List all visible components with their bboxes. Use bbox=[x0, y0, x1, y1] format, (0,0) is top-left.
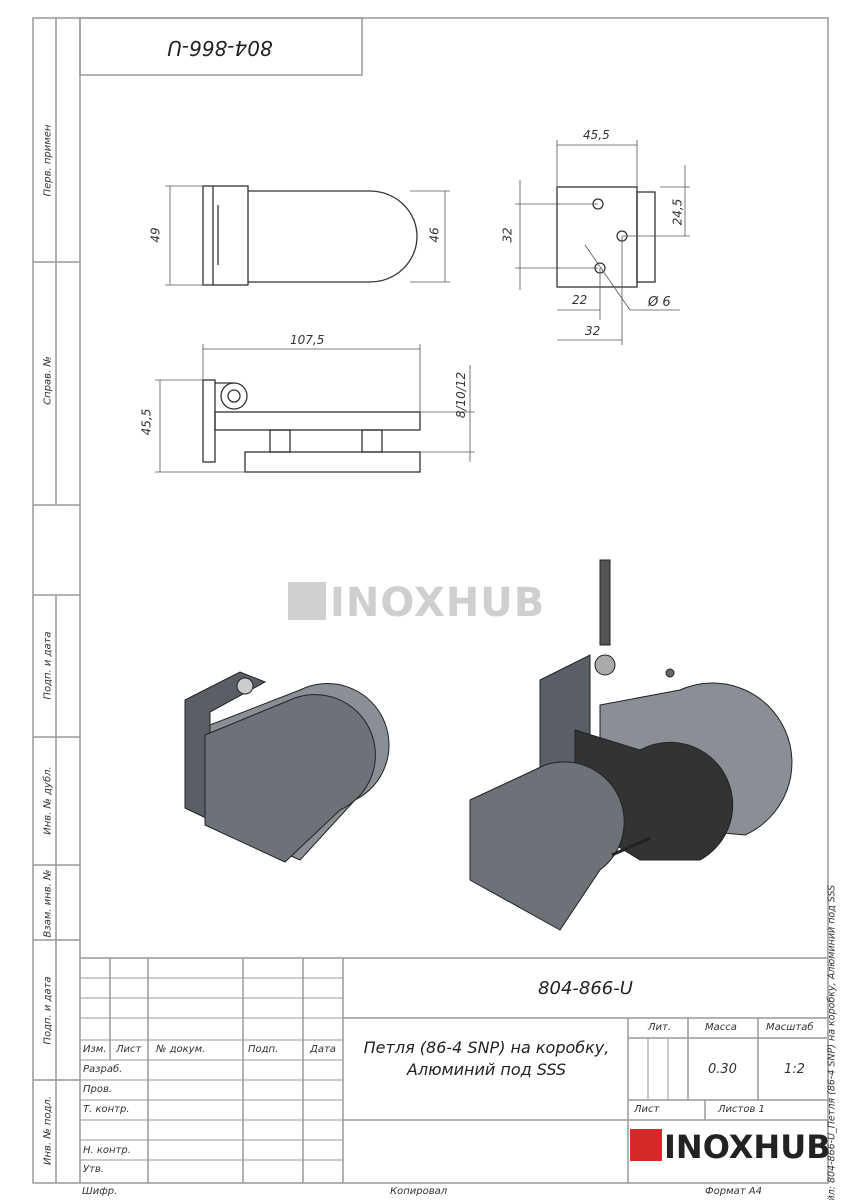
role-label: Пров. bbox=[83, 1084, 113, 1095]
dim-32-left: 32 bbox=[500, 227, 515, 243]
company-logo: INOXHUB bbox=[630, 1128, 831, 1166]
side-view bbox=[515, 140, 690, 345]
drawing-code: 804-866-U bbox=[538, 978, 633, 999]
hdr-list: Лист bbox=[116, 1044, 142, 1055]
sheet-frame bbox=[32, 17, 829, 1184]
hdr-doc: № докум. bbox=[156, 1044, 206, 1055]
dim-45-5-top: 45,5 bbox=[583, 128, 610, 142]
strip-label: Инв. № дубл. bbox=[42, 766, 54, 835]
title-line-2: Алюминий под SSS bbox=[406, 1060, 567, 1079]
dim-22: 22 bbox=[572, 293, 588, 307]
dim-49: 49 bbox=[148, 227, 163, 243]
strip-label: Инв. № подл. bbox=[42, 1096, 54, 1165]
top-view bbox=[165, 185, 450, 286]
mass-value: 0.30 bbox=[708, 1062, 737, 1077]
strip-label: Перв. примен bbox=[42, 124, 54, 197]
role-label: Разраб. bbox=[83, 1064, 123, 1075]
logo-mark-icon bbox=[630, 1129, 662, 1161]
dim-phi-6: Ø 6 bbox=[648, 295, 671, 310]
watermark: INOXHUB bbox=[288, 580, 545, 626]
mass-label: Масса bbox=[705, 1022, 737, 1033]
watermark-text: INOXHUB bbox=[330, 580, 546, 626]
logo-text: INOXHUB bbox=[664, 1128, 831, 1166]
strip-label: Подп. и дата bbox=[42, 631, 54, 700]
iso-view-assembled bbox=[184, 671, 390, 863]
hdr-date: Дата bbox=[310, 1044, 336, 1055]
role-label: Утв. bbox=[83, 1164, 104, 1175]
dim-46: 46 bbox=[427, 227, 442, 243]
sheet-label: Лист bbox=[634, 1104, 660, 1115]
scale-value: 1:2 bbox=[784, 1062, 805, 1077]
hdr-izm: Изм. bbox=[83, 1044, 107, 1055]
file-label: Файл: 804-866-U_Петля (86-4 SNP) на коро… bbox=[826, 884, 838, 1200]
scale-label: Масштаб bbox=[766, 1022, 814, 1033]
sheets-label: Листов 1 bbox=[718, 1104, 765, 1115]
role-label: Н. контр. bbox=[83, 1145, 131, 1156]
strip-label: Взам. инв. № bbox=[42, 869, 54, 938]
dim-8-10-12: 8/10/12 bbox=[454, 371, 469, 419]
dim-45-5-side: 45,5 bbox=[139, 408, 154, 436]
hdr-podp: Подп. bbox=[248, 1044, 279, 1055]
strip-label: Подп. и дата bbox=[42, 976, 54, 1045]
dim-32-bottom: 32 bbox=[585, 324, 601, 338]
role-label: Т. контр. bbox=[83, 1104, 130, 1115]
iso-view-exploded bbox=[469, 559, 793, 931]
cipher-label: Шифр. bbox=[82, 1186, 118, 1197]
top-code-inverted: 804-866-U bbox=[167, 36, 273, 60]
front-view bbox=[155, 344, 475, 473]
title-line-1: Петля (86-4 SNP) на коробку, bbox=[363, 1038, 610, 1057]
copied-label: Копировал bbox=[390, 1186, 448, 1197]
strip-label: Справ. № bbox=[42, 356, 54, 405]
watermark-logo-icon bbox=[288, 582, 326, 620]
dim-107-5: 107,5 bbox=[290, 333, 325, 347]
drawing-title: Петля (86-4 SNP) на коробку, Алюминий по… bbox=[345, 1037, 628, 1081]
format-label: Формат A4 bbox=[705, 1186, 762, 1197]
lit-label: Лит. bbox=[648, 1022, 672, 1033]
top-code-box bbox=[79, 17, 363, 76]
dim-24-5: 24,5 bbox=[670, 198, 685, 226]
